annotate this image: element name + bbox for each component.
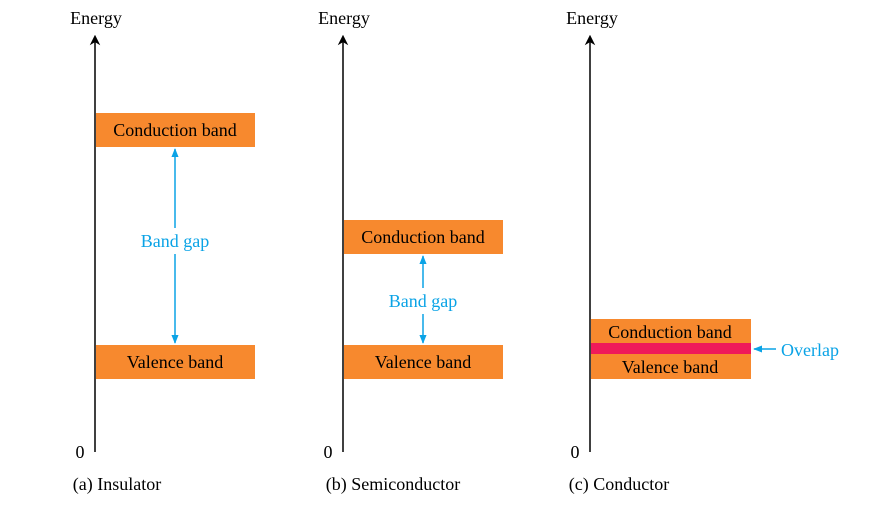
conduction-band: [591, 319, 751, 344]
band-gap-label: Band gap: [389, 291, 457, 311]
panel-insulator: Energy 0 Conduction band Valence band Ba…: [70, 8, 255, 495]
valence-band: [344, 345, 503, 379]
valence-band: [591, 354, 751, 379]
overlap-label: Overlap: [781, 340, 839, 360]
panel-conductor: Energy 0 Conduction band Valence band Ov…: [566, 8, 839, 495]
panel-caption: (c) Conductor: [569, 474, 669, 495]
panel-caption: (a) Insulator: [73, 474, 161, 495]
valence-band: [96, 345, 255, 379]
panel-caption: (b) Semiconductor: [326, 474, 460, 495]
axis-zero-label: 0: [571, 442, 580, 462]
axis-label-energy: Energy: [566, 8, 618, 28]
conduction-band: [96, 113, 255, 147]
panel-semiconductor: Energy 0 Conduction band Valence band Ba…: [318, 8, 503, 495]
valence-band-label: Valence band: [127, 352, 223, 372]
axis-label-energy: Energy: [318, 8, 370, 28]
conduction-band: [344, 220, 503, 254]
axis-label-energy: Energy: [70, 8, 122, 28]
axis-zero-label: 0: [76, 442, 85, 462]
valence-band-label: Valence band: [375, 352, 471, 372]
conduction-band-label: Conduction band: [361, 227, 485, 247]
valence-band-label: Valence band: [622, 357, 718, 377]
conduction-band-label: Conduction band: [608, 322, 732, 342]
conduction-band-label: Conduction band: [113, 120, 237, 140]
overlap-region: [591, 343, 751, 354]
axis-zero-label: 0: [324, 442, 333, 462]
band-gap-label: Band gap: [141, 231, 209, 251]
